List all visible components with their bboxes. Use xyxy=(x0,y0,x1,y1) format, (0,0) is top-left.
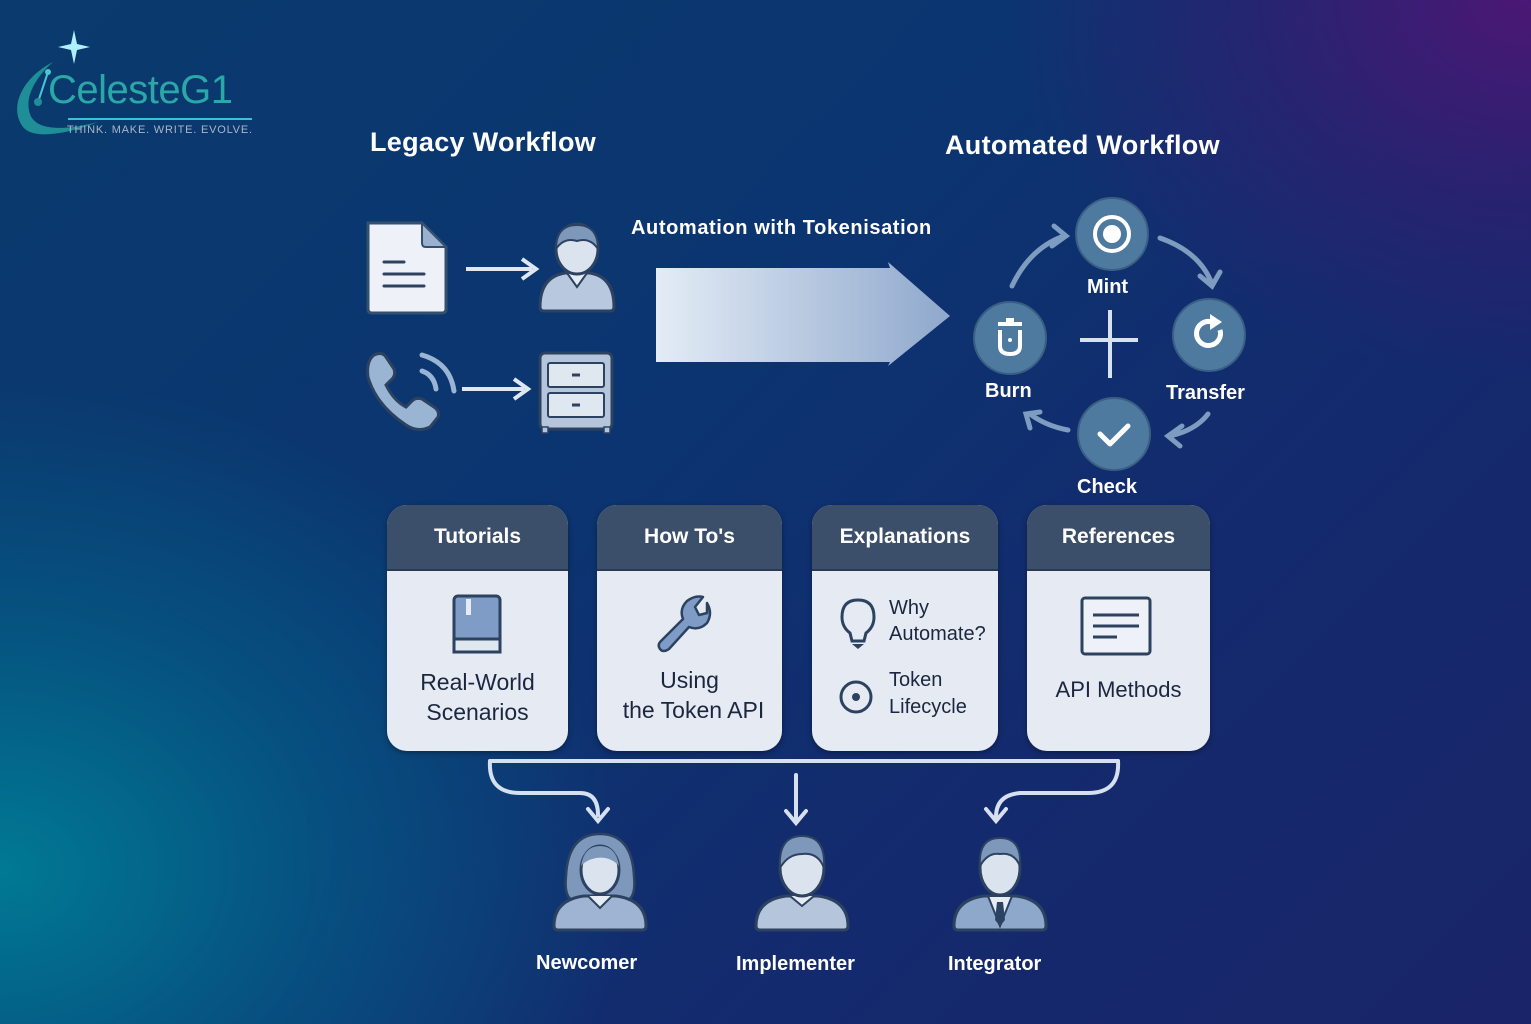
explanation-why-line-2: Automate? xyxy=(889,623,986,645)
explanation-token-line-2: Lifecycle xyxy=(889,696,967,718)
transfer-icon xyxy=(1172,298,1246,372)
doc-card-tutorials[interactable]: Tutorials Real-World Scenarios xyxy=(387,505,568,751)
token-lifecycle-cycle xyxy=(973,197,1246,471)
phone-icon xyxy=(366,351,457,432)
doc-card-explanations[interactable]: Explanations Why Automate? Token Lifecyc… xyxy=(812,505,998,751)
document-list-icon xyxy=(1080,596,1152,656)
book-icon xyxy=(452,594,502,654)
persona-label-newcomer: Newcomer xyxy=(536,952,638,974)
card-header: Tutorials xyxy=(387,505,568,571)
explanation-token-line-1: Token xyxy=(889,669,943,691)
user-icon xyxy=(538,222,616,313)
logo-name: CelesteG1 xyxy=(48,68,233,112)
logo-tagline: THINK. MAKE. WRITE. EVOLVE. xyxy=(67,124,253,136)
doc-card-references[interactable]: References API Methods xyxy=(1027,505,1210,751)
wrench-icon xyxy=(657,595,712,653)
card-text-line-2: the Token API xyxy=(622,697,765,723)
step-label-check: Check xyxy=(1077,476,1138,498)
burn-icon xyxy=(973,301,1047,375)
card-text-line-2: Scenarios xyxy=(426,699,529,725)
persona-label-integrator: Integrator xyxy=(948,953,1042,975)
step-label-mint: Mint xyxy=(1087,276,1129,298)
persona-label-implementer: Implementer xyxy=(736,953,855,975)
automation-label: Automation with Tokenisation xyxy=(631,217,932,239)
card-text-line-1: API Methods xyxy=(1055,677,1182,702)
document-icon xyxy=(366,220,449,315)
card-text-line-1: Using xyxy=(660,667,719,693)
explanation-why-line-1: Why xyxy=(889,597,929,619)
legacy-workflow-diagram xyxy=(366,220,616,434)
logo-star-swoosh-icon xyxy=(17,30,98,135)
arrow-icon xyxy=(466,257,540,281)
businessman-icon xyxy=(952,836,1048,932)
logo-divider xyxy=(68,118,252,120)
filing-cabinet-icon xyxy=(538,351,614,434)
check-icon xyxy=(1077,397,1151,471)
step-label-burn: Burn xyxy=(985,380,1032,402)
man-user-icon xyxy=(754,834,850,932)
lightbulb-icon xyxy=(840,598,876,649)
big-transition-arrow xyxy=(656,262,950,366)
card-header: How To's xyxy=(597,505,782,571)
woman-user-icon xyxy=(552,832,648,932)
card-text-line-1: Real-World xyxy=(420,669,535,695)
persona-connectors xyxy=(487,759,1121,827)
cycle-arrows xyxy=(1009,223,1223,449)
legacy-workflow-title: Legacy Workflow xyxy=(370,127,597,157)
card-header: References xyxy=(1027,505,1210,571)
mint-icon xyxy=(1075,197,1149,271)
cycle-center-cross xyxy=(1080,310,1138,378)
doc-card-how-tos[interactable]: How To's Using the Token API xyxy=(597,505,782,751)
arrow-icon xyxy=(462,377,532,401)
automated-workflow-title: Automated Workflow xyxy=(945,130,1220,160)
card-header: Explanations xyxy=(812,505,998,571)
step-label-transfer: Transfer xyxy=(1166,382,1245,404)
target-icon xyxy=(839,680,873,714)
